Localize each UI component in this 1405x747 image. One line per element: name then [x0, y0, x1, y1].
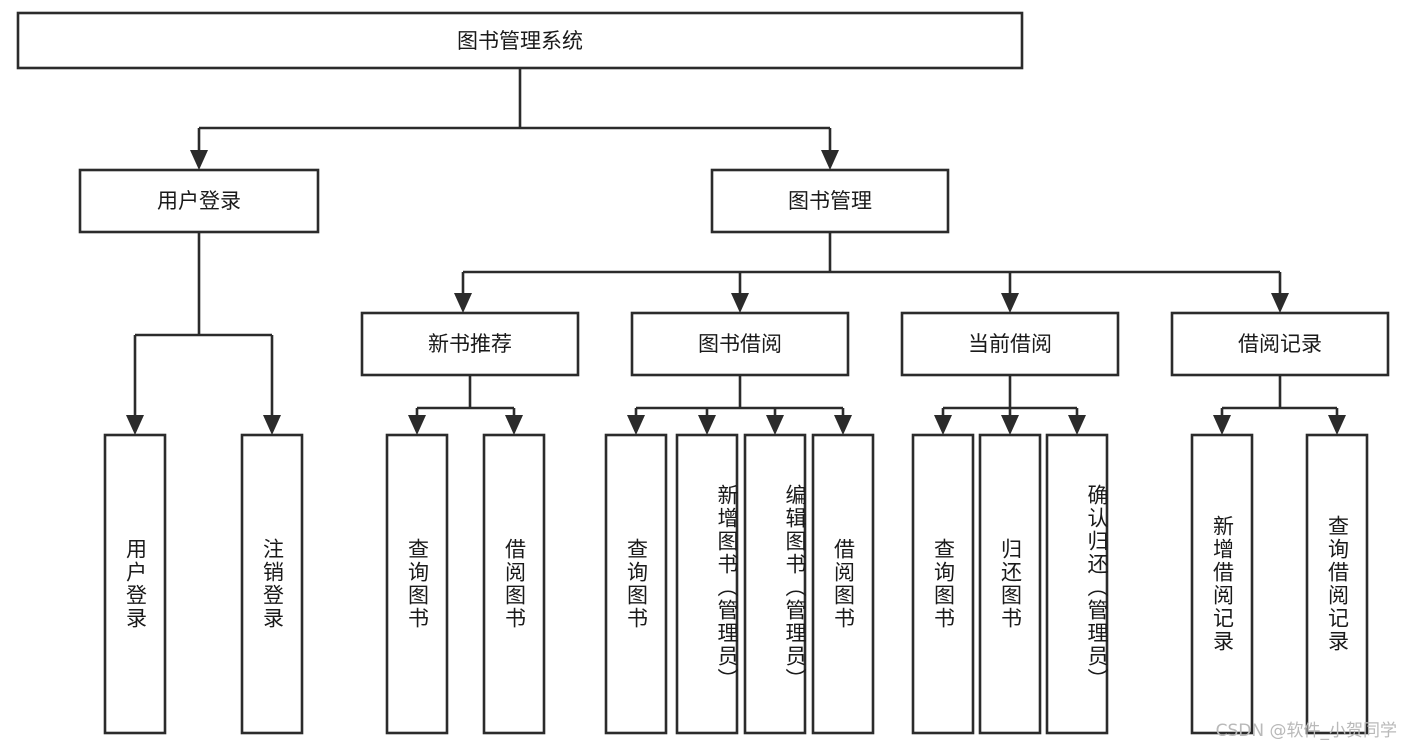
- leaf-box-current-borrow-3[interactable]: [1045, 433, 1109, 735]
- node-current-borrow[interactable]: 当前借阅: [900, 311, 1120, 377]
- arrow-root-to-book-mgmt: [821, 150, 839, 170]
- arrow-newbook-to-leaf-2: [505, 415, 523, 435]
- current-borrow-box[interactable]: [900, 311, 1120, 377]
- leaf-box-book-borrow-1[interactable]: [604, 433, 668, 735]
- book-borrow-box[interactable]: [630, 311, 850, 377]
- new-book-recommend-box[interactable]: [360, 311, 580, 377]
- book-borrow-label: 图书借阅: [698, 332, 782, 356]
- leaf-box-current-borrow-1[interactable]: [911, 433, 975, 735]
- leaf-box-borrow-record-2[interactable]: [1305, 433, 1369, 735]
- arrow-bookborrow-to-leaf-2: [698, 415, 716, 435]
- arrow-bookborrow-to-leaf-1: [627, 415, 645, 435]
- arrow-currentborrow-to-leaf-3: [1068, 415, 1086, 435]
- arrow-currentborrow-to-leaf-2: [1001, 415, 1019, 435]
- book-management-label: 图书管理: [788, 189, 872, 213]
- node-user-login[interactable]: 用户登录: [78, 168, 320, 234]
- arrow-bookmgmt-to-new-book: [454, 293, 472, 313]
- leaf-box-new-book-2[interactable]: [482, 433, 546, 735]
- arrow-newbook-to-leaf-1: [408, 415, 426, 435]
- node-book-borrow[interactable]: 图书借阅: [630, 311, 850, 377]
- leaf-box-user-login-2[interactable]: [240, 433, 304, 735]
- arrow-root-to-user-login: [190, 150, 208, 170]
- node-borrow-record[interactable]: 借阅记录: [1170, 311, 1390, 377]
- connectors-group: [126, 68, 1346, 435]
- csdn-watermark: CSDN @软件_小贺同学: [1215, 721, 1397, 741]
- node-book-management[interactable]: 图书管理: [710, 168, 950, 234]
- leaf-box-book-borrow-4[interactable]: [811, 433, 875, 735]
- node-new-book-recommend[interactable]: 新书推荐: [360, 311, 580, 377]
- leaf-box-book-borrow-2[interactable]: [675, 433, 739, 735]
- root-label: 图书管理系统: [457, 29, 583, 53]
- new-book-recommend-label: 新书推荐: [428, 332, 512, 356]
- current-borrow-label: 当前借阅: [968, 332, 1052, 356]
- arrow-borrowrecord-to-leaf-2: [1328, 415, 1346, 435]
- book-management-box[interactable]: [710, 168, 950, 234]
- leaf-box-user-login-1[interactable]: [103, 433, 167, 735]
- leaf-box-new-book-1[interactable]: [385, 433, 449, 735]
- leaf-box-borrow-record-1[interactable]: [1190, 433, 1254, 735]
- root-box[interactable]: [16, 11, 1024, 70]
- leaf-box-book-borrow-3[interactable]: [743, 433, 807, 735]
- leaf-box-current-borrow-2[interactable]: [978, 433, 1042, 735]
- borrow-record-box[interactable]: [1170, 311, 1390, 377]
- arrow-userlogin-to-leaf-1: [126, 415, 144, 435]
- arrow-borrowrecord-to-leaf-1: [1213, 415, 1231, 435]
- arrow-bookmgmt-to-book-borrow: [731, 293, 749, 313]
- arrow-bookborrow-to-leaf-4: [834, 415, 852, 435]
- user-login-label: 用户登录: [157, 189, 241, 213]
- arrow-bookmgmt-to-borrow-record: [1271, 293, 1289, 313]
- arrow-bookmgmt-to-current-borrow: [1001, 293, 1019, 313]
- arrow-userlogin-to-leaf-2: [263, 415, 281, 435]
- node-root-system[interactable]: 图书管理系统: [16, 11, 1024, 70]
- arrow-currentborrow-to-leaf-1: [934, 415, 952, 435]
- borrow-record-label: 借阅记录: [1238, 332, 1322, 356]
- user-login-box[interactable]: [78, 168, 320, 234]
- arrow-bookborrow-to-leaf-3: [766, 415, 784, 435]
- leaf-boxes-group: [103, 433, 1369, 735]
